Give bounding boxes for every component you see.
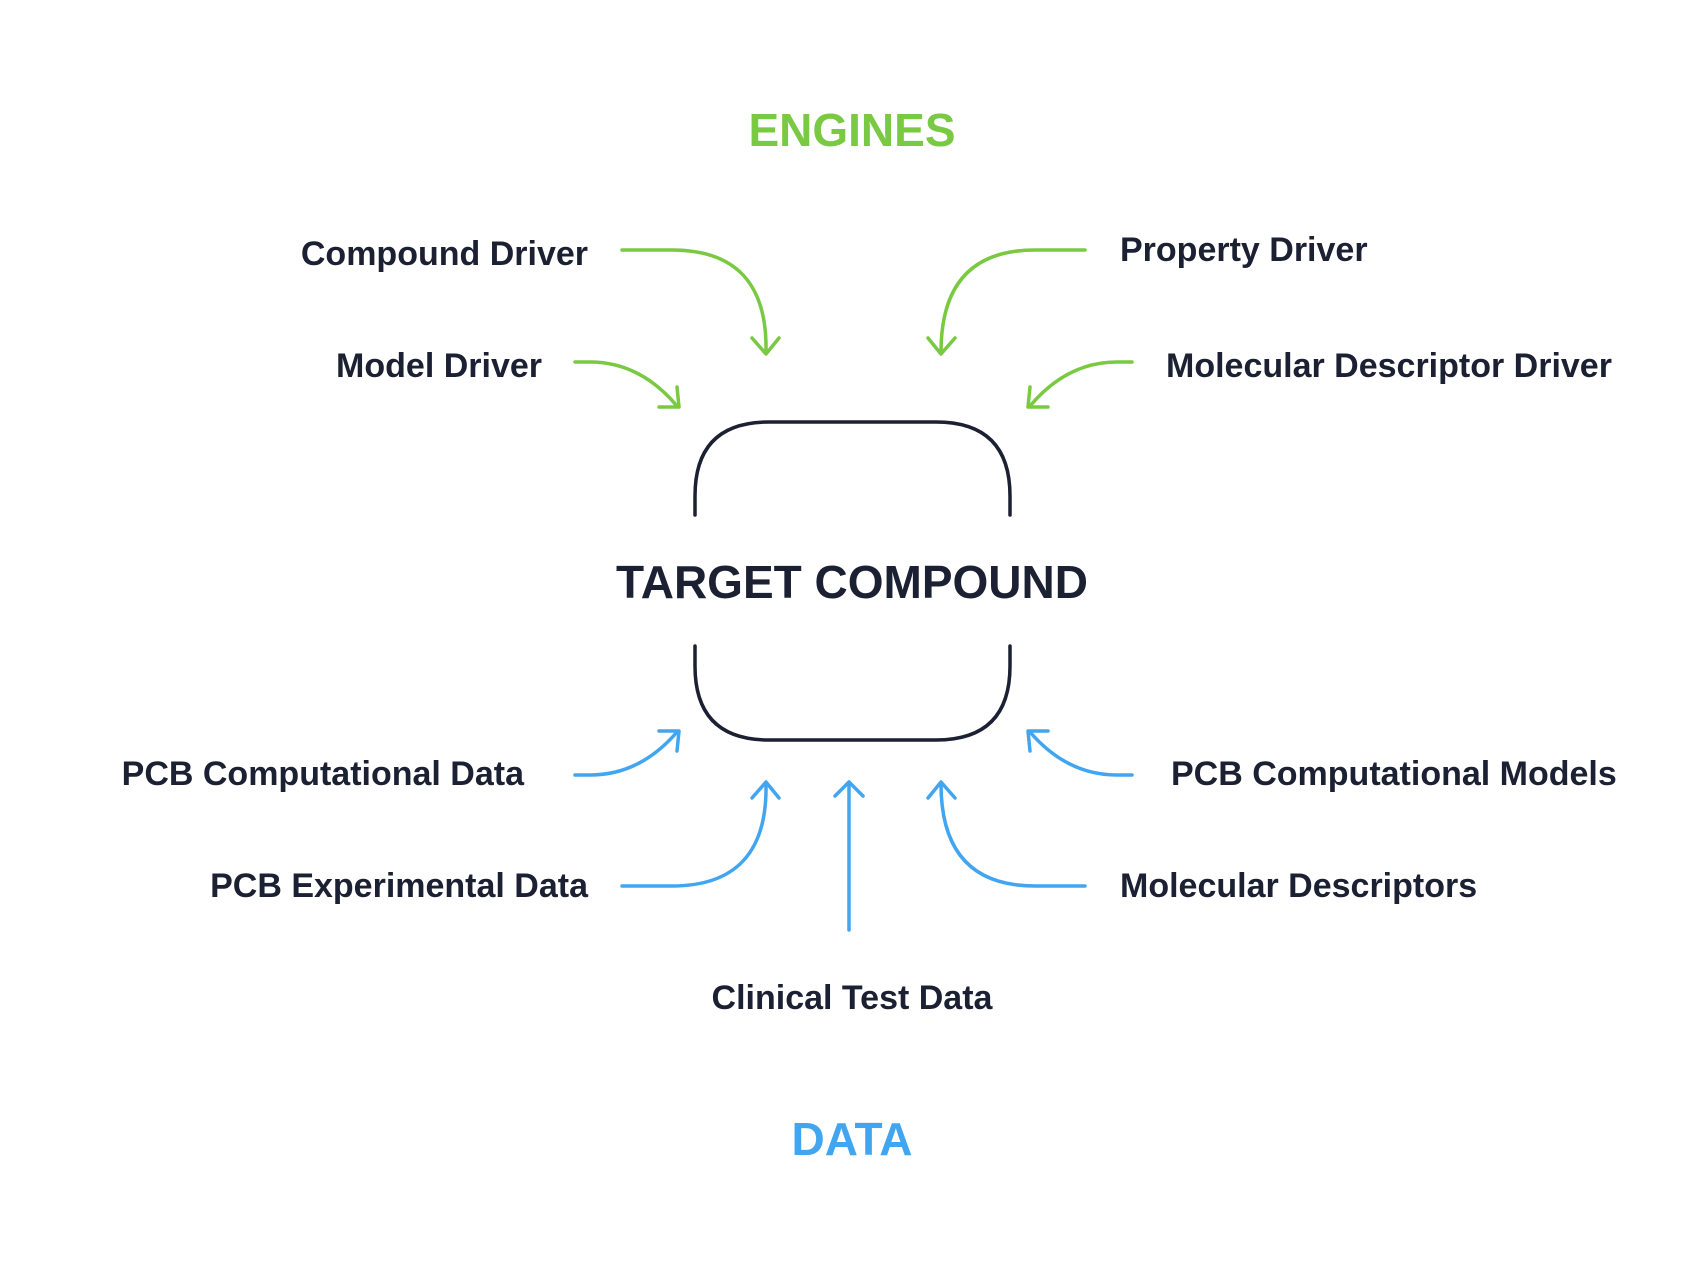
model-driver-arrow (573, 360, 681, 409)
target-compound-bottom-arc (693, 644, 1012, 742)
target-compound-top-arc (693, 420, 1012, 517)
molecular-descriptor-driver-arrow (1026, 360, 1134, 409)
data-heading: DATA (792, 1113, 913, 1165)
pcb-computational-data-arrow (573, 729, 681, 777)
clinical-test-data-arrow (833, 780, 865, 932)
molecular-descriptors-arrow (926, 780, 1087, 888)
target-compound-title: TARGET COMPOUND (616, 556, 1088, 608)
engines-heading: ENGINES (748, 104, 955, 156)
clinical-test-data-label: Clinical Test Data (712, 979, 994, 1017)
molecular-descriptors-label: Molecular Descriptors (1120, 867, 1477, 905)
molecular-descriptor-driver-label: Molecular Descriptor Driver (1166, 347, 1612, 385)
target-compound-node: TARGET COMPOUND (616, 420, 1088, 742)
pcb-computational-models-arrow (1026, 729, 1134, 777)
model-driver-label: Model Driver (336, 347, 542, 385)
property-driver-label: Property Driver (1120, 231, 1368, 269)
compound-driver-arrow (620, 248, 781, 356)
pcb-computational-data-label: PCB Computational Data (122, 755, 525, 793)
pcb-computational-models-label: PCB Computational Models (1171, 755, 1617, 793)
property-driver-arrow (926, 248, 1087, 356)
pcb-experimental-data-label: PCB Experimental Data (210, 867, 589, 905)
compound-driver-label: Compound Driver (301, 235, 588, 273)
pcb-experimental-data-arrow (620, 780, 781, 888)
